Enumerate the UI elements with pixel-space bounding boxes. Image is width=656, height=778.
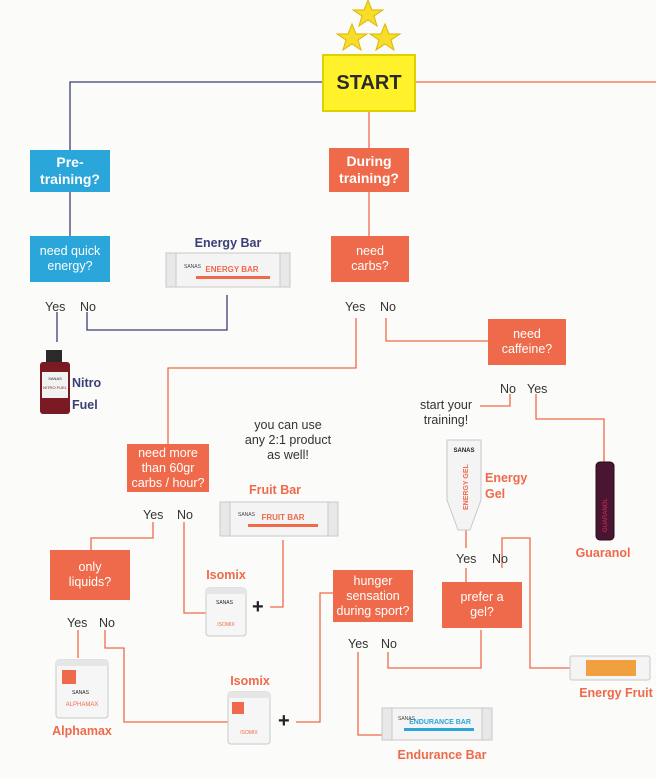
liquids-yes-label: Yes <box>67 616 88 630</box>
svg-text:NITRO FUEL: NITRO FUEL <box>43 385 68 390</box>
carbs-yes-label: Yes <box>345 300 366 314</box>
more-than-60gr-question: need more than 60gr carbs / hour? <box>127 444 209 492</box>
connector-lines <box>56 81 656 736</box>
60gr-yes-label: Yes <box>143 508 164 522</box>
energy-fruit-label: Energy Fruit <box>579 686 653 700</box>
svg-text:ISOMIX: ISOMIX <box>217 622 235 628</box>
start-your-training-note: start your training! <box>419 398 473 427</box>
liquids-no-label: No <box>99 616 115 630</box>
line-carbs-no <box>385 318 488 342</box>
gel-no-label: No <box>492 552 508 566</box>
plus-sign-lower: + <box>278 710 290 732</box>
svg-text:SANAS: SANAS <box>184 264 202 270</box>
svg-text:SANAS: SANAS <box>398 716 416 722</box>
line-quick-no <box>86 295 228 331</box>
only-liquids-question: only liquids? <box>50 550 130 600</box>
energy-fruit-product <box>569 655 651 681</box>
caffeine-no-label: No <box>500 382 516 396</box>
line-60-yes <box>90 522 154 550</box>
svg-text:SANAS: SANAS <box>238 512 256 518</box>
hunger-yes-label: Yes <box>348 637 369 651</box>
line-carbs-yes <box>167 318 357 444</box>
star-icon <box>351 0 385 28</box>
line-hunger-yes <box>357 652 382 736</box>
line-liquids-no <box>104 630 228 723</box>
60gr-no-label: No <box>177 508 193 522</box>
any-21-product-note: you can use any 2:1 product as well! <box>244 418 332 462</box>
star-icon <box>335 22 369 52</box>
line-fruitbar-plus <box>270 540 284 608</box>
guaranol-label: Guaranol <box>575 546 631 560</box>
svg-text:GUARANOL: GUARANOL <box>603 498 609 532</box>
isomix-tub-upper: SANAS ISOMIX <box>205 587 247 637</box>
nitro-fuel-label: Nitro Fuel <box>72 376 102 412</box>
hunger-sensation-question: hunger sensation during sport? <box>333 570 413 622</box>
svg-text:SANAS: SANAS <box>48 376 62 381</box>
alphamax-tub: SANAS ALPHAMAX <box>55 659 109 719</box>
hunger-no-label: No <box>381 637 397 651</box>
need-caffeine-question: need caffeine? <box>488 319 566 365</box>
endurance-bar-product: ENDURANCE BAR SANAS <box>381 707 493 741</box>
energy-bar-print: ENERGY BAR <box>205 265 258 274</box>
svg-text:ALPHAMAX: ALPHAMAX <box>66 702 99 708</box>
guaranol-vial: GUARANOL <box>595 461 615 541</box>
svg-text:FRUIT BAR: FRUIT BAR <box>261 513 304 522</box>
start-node: START <box>322 54 416 112</box>
line-plus-hunger <box>296 592 333 723</box>
nitro-fuel-bottle: NITRO FUEL SANAS <box>40 350 70 414</box>
caffeine-yes-label: Yes <box>527 382 548 396</box>
line-gel-no <box>501 537 570 669</box>
isomix-tub-lower: ISOMIX <box>227 691 271 745</box>
need-quick-energy-question: need quick energy? <box>30 236 110 282</box>
pre-training-question: Pre- training? <box>30 150 110 192</box>
line-start-pre <box>69 81 322 150</box>
svg-text:SANAS: SANAS <box>453 448 474 454</box>
svg-text:SANAS: SANAS <box>72 690 90 696</box>
isomix-label-upper: Isomix <box>206 568 246 582</box>
stars <box>335 0 402 52</box>
svg-text:SANAS: SANAS <box>216 600 234 606</box>
need-carbs-question: need carbs? <box>331 236 409 282</box>
plus-sign-upper: + <box>252 596 264 618</box>
line-caffeine-no <box>480 394 511 407</box>
quick-energy-yes-label: Yes <box>45 300 66 314</box>
svg-text:ENERGY GEL: ENERGY GEL <box>463 464 470 510</box>
line-caffeine-yes <box>535 394 605 462</box>
energy-bar-product: ENERGY BAR SANAS <box>165 252 291 288</box>
isomix-label-lower: Isomix <box>230 674 270 688</box>
line-60-no <box>183 522 206 614</box>
energy-gel-label: Energy Gel <box>485 471 528 501</box>
alphamax-label: Alphamax <box>52 724 112 738</box>
svg-text:ISOMIX: ISOMIX <box>240 730 258 736</box>
line-hunger-no <box>387 630 482 669</box>
gel-yes-label: Yes <box>456 552 477 566</box>
energy-bar-label: Energy Bar <box>194 236 262 250</box>
during-training-question: During training? <box>329 148 409 192</box>
svg-text:ENDURANCE BAR: ENDURANCE BAR <box>409 719 471 726</box>
quick-energy-no-label: No <box>80 300 96 314</box>
prefer-gel-question: prefer a gel? <box>442 582 522 628</box>
fruit-bar-product: FRUIT BAR SANAS <box>219 501 339 537</box>
star-icon <box>368 22 402 52</box>
carbs-no-label: No <box>380 300 396 314</box>
energy-gel-product: SANAS ENERGY GEL <box>446 439 482 531</box>
fruit-bar-label: Fruit Bar <box>248 483 302 497</box>
endurance-bar-label: Endurance Bar <box>397 748 487 762</box>
